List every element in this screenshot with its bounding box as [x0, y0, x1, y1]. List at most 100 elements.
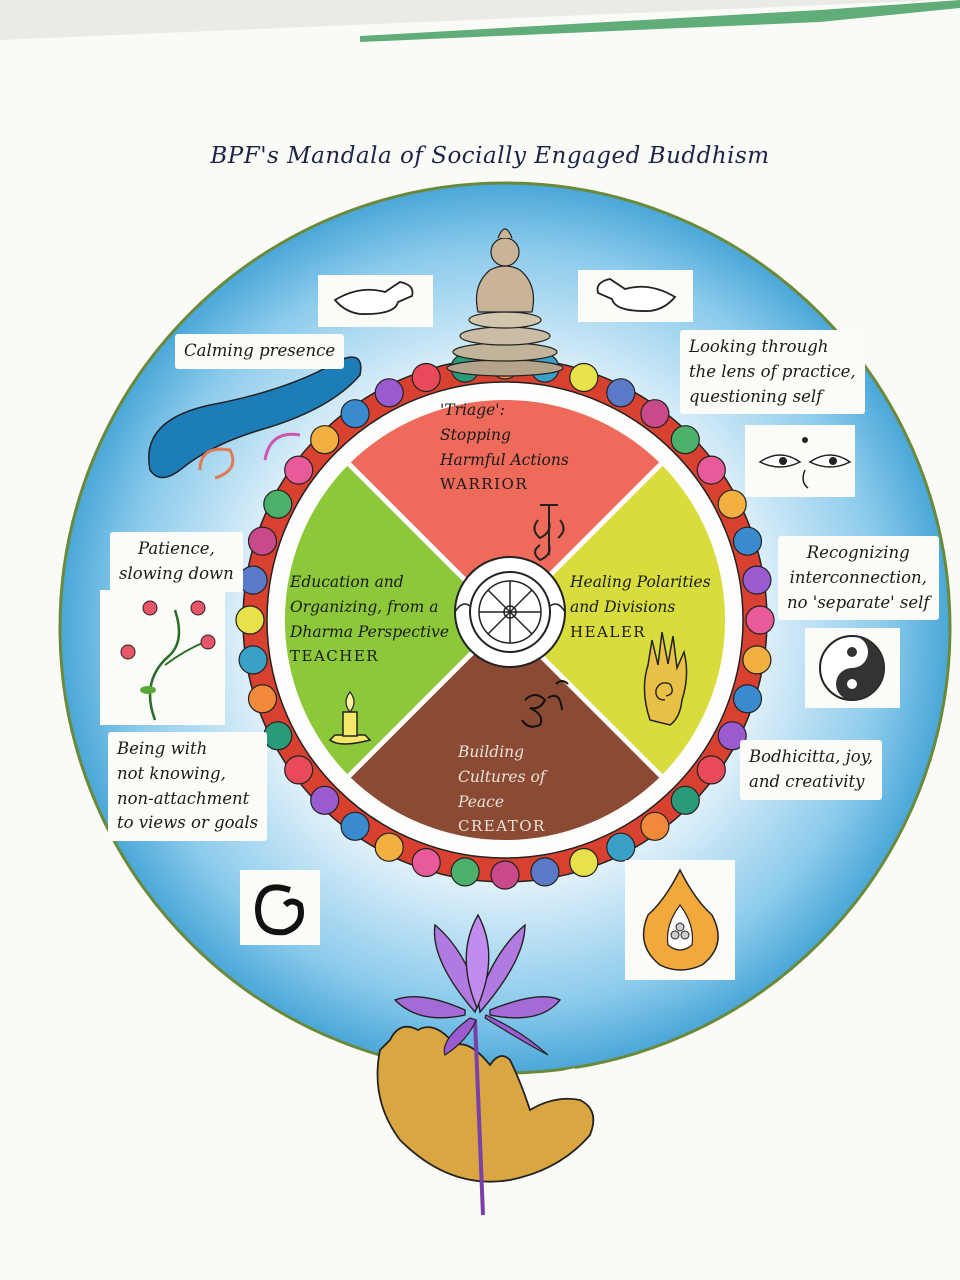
creator-line: Cultures of [458, 767, 546, 786]
warrior-text: 'Triage': Stopping Harmful Actions WARRI… [440, 398, 600, 496]
note-patience: Patience, slowing down [110, 532, 243, 592]
enso-spiral-icon [240, 870, 320, 945]
buddha-eyes-icon [745, 425, 855, 497]
note-line: to views or goals [117, 813, 259, 833]
petal [284, 755, 314, 785]
note-line: Bodhicitta, joy, [749, 747, 874, 766]
petal [235, 605, 265, 635]
healer-text: Healing Polarities and Divisions HEALER [570, 570, 730, 644]
petal [606, 832, 636, 862]
note-line: Patience, [138, 539, 215, 558]
petal [530, 857, 560, 887]
flame-jewel-icon [625, 860, 735, 980]
note-line: the lens of practice, [689, 361, 856, 381]
warrior-symbol-icon [533, 504, 565, 562]
petal [247, 684, 278, 714]
teacher-text: Education and Organizing, from a Dharma … [290, 570, 460, 668]
petal [745, 605, 775, 635]
petal [263, 721, 293, 751]
petal [569, 847, 599, 878]
petal [742, 565, 772, 595]
note-line: Calming presence [184, 341, 336, 360]
warrior-line: Harmful Actions [440, 450, 569, 469]
petal [606, 378, 636, 408]
note-recognizing: Recognizing interconnection, no 'separat… [778, 536, 939, 621]
petal [284, 455, 314, 485]
teacher-line: Education and [290, 573, 404, 591]
candle-icon [328, 691, 372, 745]
petal [238, 565, 268, 595]
note-line: and creativity [749, 771, 865, 791]
flower-sprig-icon [100, 590, 225, 725]
healer-line: and Divisions [570, 597, 676, 616]
petal [411, 362, 441, 393]
petal [310, 425, 340, 455]
petal [490, 860, 520, 890]
petal [732, 526, 763, 556]
petal [717, 721, 747, 751]
teacher-line: Dharma Perspective [290, 622, 450, 641]
petal [238, 645, 268, 675]
note-line: interconnection, [789, 567, 927, 587]
creator-text: Building Cultures of Peace CREATOR [458, 740, 578, 838]
petal [640, 811, 670, 841]
petal [670, 785, 700, 815]
petal [640, 399, 670, 429]
note-being: Being with not knowing, non-attachment t… [108, 732, 268, 841]
quadrant-creator [349, 620, 661, 841]
petal [247, 526, 278, 556]
petal [569, 362, 599, 393]
teacher-line: Organizing, from a [290, 597, 439, 616]
petal [340, 399, 370, 429]
note-line: Being with [117, 739, 208, 758]
petal [717, 489, 747, 519]
wind-cloud-icon [148, 356, 362, 480]
lotus-icon [393, 913, 562, 1056]
green-binding-strip [360, 0, 960, 42]
note-line: questioning self [689, 386, 823, 406]
note-line: not knowing, [117, 763, 226, 783]
petal [696, 755, 726, 785]
creator-line: Peace [458, 792, 505, 811]
dove-icon [578, 270, 693, 322]
petal [263, 489, 293, 519]
petal [450, 857, 480, 887]
petal [374, 378, 404, 408]
healer-role: HEALER [570, 622, 647, 641]
petal [696, 455, 726, 485]
hand-holding-lotus-icon [376, 1019, 595, 1216]
note-line: Looking through [689, 337, 829, 356]
quadrant-teacher [284, 464, 505, 776]
petal [411, 847, 441, 878]
teacher-role: TEACHER [290, 647, 380, 666]
petal [340, 811, 370, 841]
warrior-line: 'Triage': [440, 401, 505, 419]
petal [670, 425, 700, 455]
creator-line: Building [458, 743, 525, 761]
note-line: no 'separate' self [787, 592, 930, 612]
mandala-title: BPF's Mandala of Socially Engaged Buddhi… [210, 143, 770, 169]
quadrant-warrior [349, 399, 661, 620]
warrior-role: WARRIOR [440, 475, 529, 494]
yin-yang-icon [805, 628, 900, 708]
petal [374, 832, 404, 862]
creator-role: CREATOR [458, 817, 546, 836]
dharma-wheel-icon [454, 556, 566, 668]
dove-icon [318, 275, 433, 327]
petal [310, 785, 340, 815]
note-line: non-attachment [117, 788, 250, 808]
buddha-icon [446, 228, 564, 377]
healer-line: Healing Polarities [570, 573, 711, 591]
note-looking: Looking through the lens of practice, qu… [680, 330, 865, 415]
note-line: Recognizing [806, 543, 910, 562]
om-icon [521, 680, 569, 728]
healing-hand-icon [643, 631, 688, 726]
petal [742, 645, 772, 675]
warrior-line: Stopping [440, 425, 511, 444]
note-line: slowing down [119, 563, 234, 583]
note-bodhicitta: Bodhicitta, joy, and creativity [740, 740, 883, 800]
note-calming: Calming presence [175, 334, 345, 369]
petal [732, 684, 763, 714]
